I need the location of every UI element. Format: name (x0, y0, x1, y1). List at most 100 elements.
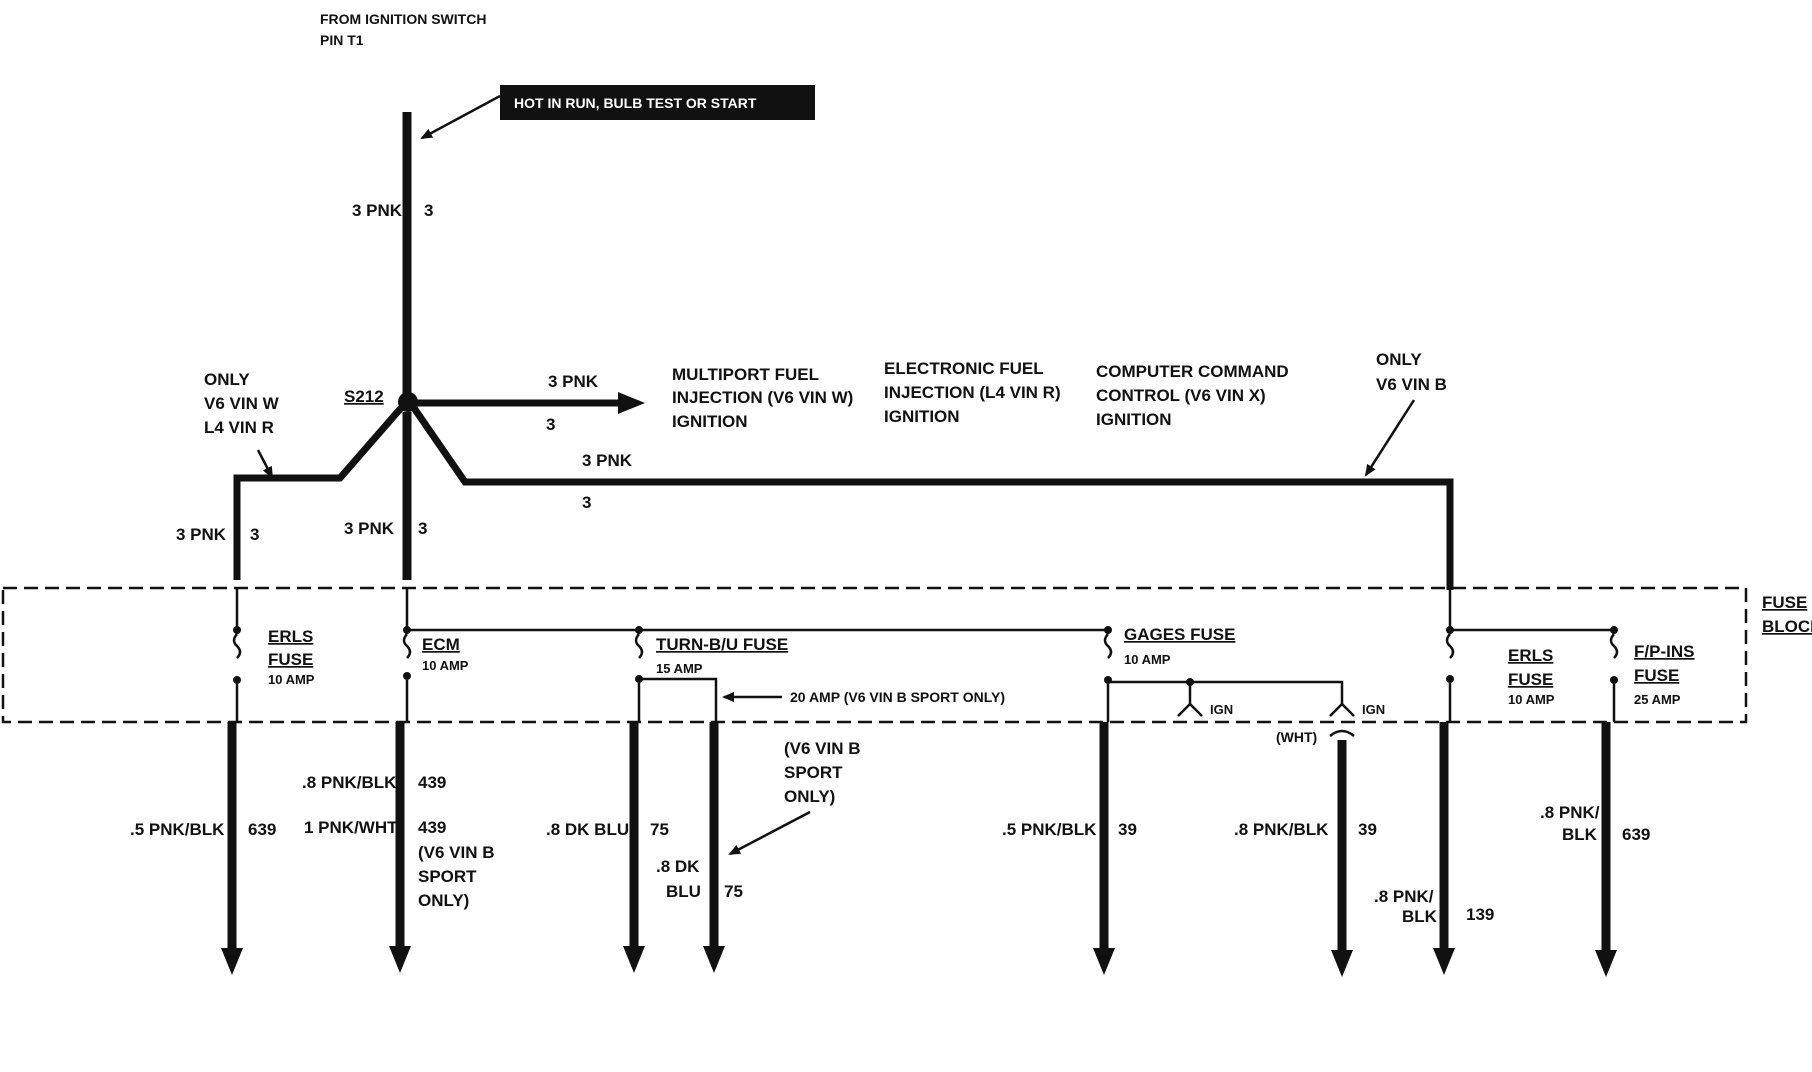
output-639-right-gauge-1: .8 PNK/ (1540, 803, 1600, 822)
splice-dot (398, 392, 418, 412)
fuse-erls-left-name2: FUSE (268, 650, 313, 669)
note-only-right-2: V6 VIN B (1376, 375, 1447, 394)
top-wire-circuit: 3 (424, 201, 433, 220)
output-wire-39-b (1329, 729, 1355, 977)
output-75a-gauge: .8 DK BLU (546, 820, 629, 839)
output-39b-gauge: .8 PNK/BLK (1234, 820, 1329, 839)
fuse-erls-right-rating: 10 AMP (1508, 692, 1555, 707)
output-75b-circuit: 75 (724, 882, 743, 901)
fuse-fp-ins-name1: F/P-INS (1634, 642, 1694, 661)
fuse-ecm-rating: 10 AMP (422, 658, 469, 673)
note-electronic-2: INJECTION (L4 VIN R) (884, 383, 1061, 402)
note-computer-3: IGNITION (1096, 410, 1172, 429)
output-439-gauge-a: .8 PNK/BLK (302, 773, 397, 792)
note-only-right-1: ONLY (1376, 350, 1422, 369)
note-multiport-3: IGNITION (672, 412, 748, 431)
fuse-turn-bu-rating: 15 AMP (656, 661, 703, 676)
note-only-left-3: L4 VIN R (204, 418, 274, 437)
note-multiport-1: MULTIPORT FUEL (672, 365, 819, 384)
sport-note-2: SPORT (784, 763, 843, 782)
fuse-ecm-name: ECM (422, 635, 460, 654)
output-439-note-3: ONLY) (418, 891, 469, 910)
hot-label-pointer (420, 94, 501, 140)
output-639-left-gauge: .5 PNK/BLK (130, 820, 225, 839)
output-139-circuit: 139 (1466, 905, 1494, 924)
note-only-right-pointer (1364, 399, 1416, 477)
output-wire-75-a (623, 722, 645, 973)
fuse-fp-ins (1609, 626, 1619, 722)
output-39a-circuit: 39 (1118, 820, 1137, 839)
fuse-block-outline (1, 586, 1748, 724)
output-639-right-gauge-2: BLK (1562, 825, 1598, 844)
fuse-erls-right-name2: FUSE (1508, 670, 1553, 689)
fuse-gages-rating: 10 AMP (1124, 652, 1171, 667)
fuse-turn-bu-name: TURN-B/U FUSE (656, 635, 788, 654)
note-electronic-1: ELECTRONIC FUEL (884, 359, 1044, 378)
fuse-gages (1103, 626, 1355, 722)
center-drop-gauge: 3 PNK (344, 519, 395, 538)
output-439-note-1: (V6 VIN B (418, 843, 495, 862)
output-439-circuit-b: 439 (418, 818, 446, 837)
output-639-right-circuit: 639 (1622, 825, 1650, 844)
output-wire-639-left (221, 722, 243, 975)
long-branch-circuit: 3 (582, 493, 591, 512)
center-drop-circuit: 3 (418, 519, 427, 538)
ign-label-1: IGN (1210, 702, 1233, 717)
note-only-left-1: ONLY (204, 370, 250, 389)
output-wire-39-a (1093, 722, 1115, 975)
splice-label: S212 (344, 387, 384, 406)
output-wire-439 (389, 722, 411, 973)
fuse-block-label-1: FUSE (1762, 593, 1807, 612)
fuse-erls-right (1445, 588, 1455, 722)
left-drop-gauge: 3 PNK (176, 525, 227, 544)
fuse-turn-bu (634, 626, 718, 722)
output-wire-639-right (1595, 722, 1617, 977)
output-439-gauge-b: 1 PNK/WHT (304, 818, 398, 837)
note-only-left-pointer (256, 449, 274, 479)
ign-label-2: IGN (1362, 702, 1385, 717)
output-39a-gauge: .5 PNK/BLK (1002, 820, 1097, 839)
fuse-ecm (402, 588, 412, 722)
top-wire-gauge: 3 PNK (352, 201, 403, 220)
fuse-erls-left-rating: 10 AMP (268, 672, 315, 687)
fuse-block-label-2: BLOCK (1762, 617, 1812, 636)
sport-note-3: ONLY) (784, 787, 835, 806)
output-75b-gauge-1: .8 DK (656, 857, 700, 876)
branch-right-circuit: 3 (546, 415, 555, 434)
output-439-note-2: SPORT (418, 867, 477, 886)
sport-note-1: (V6 VIN B (784, 739, 861, 758)
note-twenty-amp: 20 AMP (V6 VIN B SPORT ONLY) (790, 689, 1005, 705)
output-439-circuit-a: 439 (418, 773, 446, 792)
fuse-gages-name: GAGES FUSE (1124, 625, 1235, 644)
long-branch-wire (411, 406, 1454, 590)
output-139-gauge-2: BLK (1402, 907, 1438, 926)
output-wire-139 (1433, 722, 1455, 975)
hot-label-box (500, 85, 815, 120)
left-branch-wire (233, 405, 404, 580)
output-75a-circuit: 75 (650, 820, 669, 839)
note-multiport-2: INJECTION (V6 VIN W) (672, 388, 853, 407)
output-wire-75-b (703, 722, 725, 973)
sport-note-pointer (728, 810, 811, 856)
fuse-erls-right-name1: ERLS (1508, 646, 1553, 665)
fuse-fp-ins-rating: 25 AMP (1634, 692, 1681, 707)
note-only-left-2: V6 VIN W (204, 394, 280, 413)
note-computer-2: CONTROL (V6 VIN X) (1096, 386, 1266, 405)
output-139-gauge-1: .8 PNK/ (1374, 887, 1434, 906)
note-electronic-3: IGNITION (884, 407, 960, 426)
wht-label: (WHT) (1276, 729, 1317, 745)
output-75b-gauge-2: BLU (666, 882, 701, 901)
long-branch-gauge: 3 PNK (582, 451, 633, 470)
fuse-erls-left (232, 588, 242, 722)
output-39b-circuit: 39 (1358, 820, 1377, 839)
source-label-line1: FROM IGNITION SWITCH (320, 11, 486, 27)
fuse-erls-left-name1: ERLS (268, 627, 313, 646)
left-drop-circuit: 3 (250, 525, 259, 544)
branch-right-arrowhead (618, 392, 645, 414)
hot-label: HOT IN RUN, BULB TEST OR START (514, 95, 757, 111)
note-computer-1: COMPUTER COMMAND (1096, 362, 1289, 381)
branch-right-gauge: 3 PNK (548, 372, 599, 391)
output-639-left-circuit: 639 (248, 820, 276, 839)
source-label-line2: PIN T1 (320, 32, 364, 48)
